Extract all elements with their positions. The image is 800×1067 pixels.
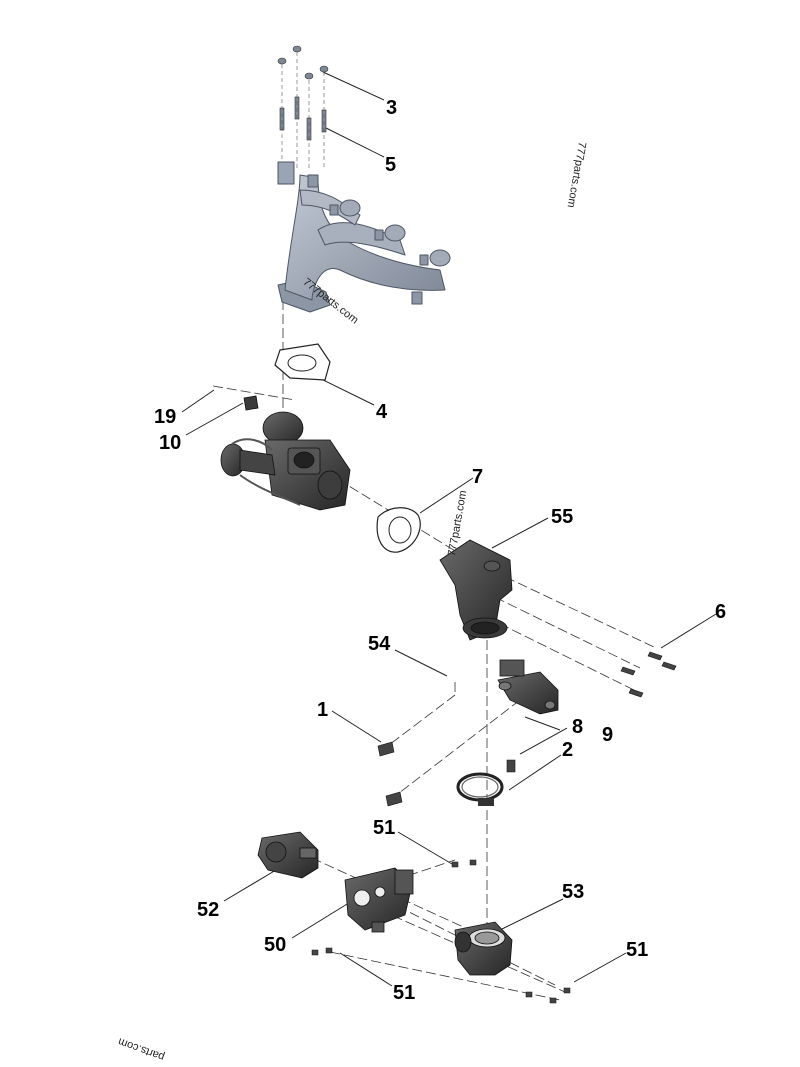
callout-5: 5 (385, 154, 397, 176)
callout-52: 52 (197, 899, 220, 921)
callout-55: 55 (551, 506, 574, 528)
callout-51-top: 51 (373, 817, 396, 839)
turbocharger (220, 395, 351, 511)
turbo-inlet-gasket (274, 343, 331, 381)
exhaust-throttle-body (454, 921, 513, 976)
callout-10: 10 (159, 432, 182, 454)
callout-19: 19 (154, 406, 177, 428)
outlet-elbow (439, 539, 513, 641)
callout-53: 53 (562, 881, 585, 903)
callout-51-right: 51 (626, 939, 649, 961)
elbow-bolts (620, 651, 677, 698)
callout-3: 3 (386, 97, 398, 119)
callout-8: 8 (572, 716, 584, 738)
callout-54: 54 (368, 633, 391, 655)
leader-lines (181, 71, 717, 987)
nuts-and-studs (277, 45, 329, 141)
actuator-bracket (344, 867, 414, 933)
callout-2: 2 (562, 739, 574, 761)
callout-1: 1 (317, 699, 329, 721)
v-band-clamp (456, 772, 504, 806)
exhaust-manifold (277, 161, 451, 313)
callout-4: 4 (376, 401, 388, 423)
actuator (257, 831, 319, 879)
bracket-bolts (377, 741, 516, 807)
mounting-screws (311, 859, 571, 1004)
support-bracket (497, 659, 559, 715)
assembly-centerlines (212, 300, 657, 1001)
callout-7: 7 (472, 466, 484, 488)
callout-9: 9 (602, 724, 614, 746)
stud-axes (281, 52, 325, 170)
turbo-outlet-gasket (376, 507, 421, 553)
callout-6: 6 (715, 601, 727, 623)
callout-51-bottom: 51 (393, 982, 416, 1004)
callout-50: 50 (264, 934, 287, 956)
